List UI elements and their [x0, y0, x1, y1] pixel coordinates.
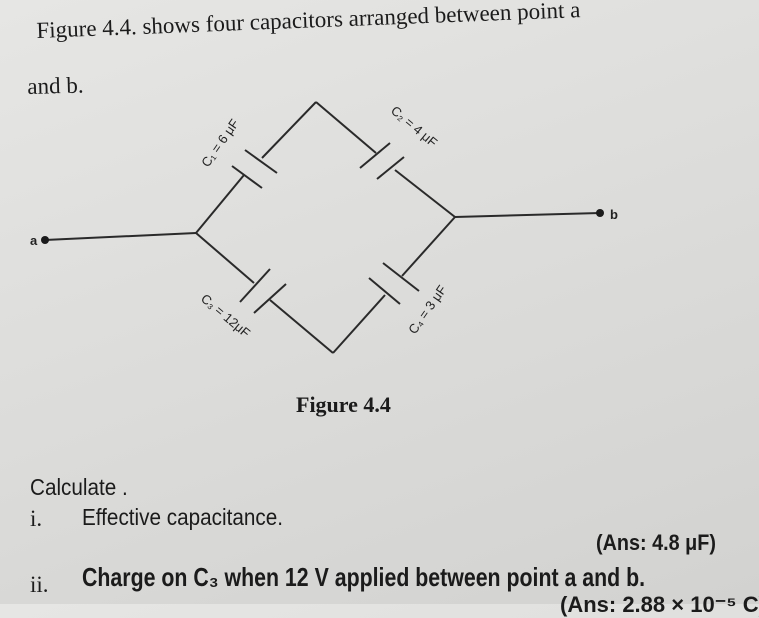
question-1-number: i.	[30, 506, 43, 531]
question-2-answer: (Ans: 2.88 × 10⁻⁵ C)	[560, 592, 759, 617]
point-a-label: a	[30, 233, 38, 248]
capacitor-circuit-diagram: a b C₁ = 6 μF C₂ = 4 μF C₃ = 12μF C₄ = 3…	[30, 101, 618, 354]
point-b-dot	[596, 209, 604, 217]
wire	[315, 101, 377, 154]
wire	[332, 294, 386, 354]
wire	[195, 232, 255, 284]
point-a-dot	[41, 236, 49, 244]
calculate-prompt: Calculate .	[30, 474, 128, 500]
capacitor-c4-plate	[368, 277, 401, 305]
capacitor-c3-label: C₃ = 12μF	[198, 291, 253, 341]
wire	[261, 101, 317, 159]
question-1-answer: (Ans: 4.8 μF)	[596, 530, 716, 555]
wire	[269, 299, 334, 354]
capacitor-c2-label: C₂ = 4 μF	[388, 103, 440, 150]
question-2-text: Charge on C₃ when 12 V applied between p…	[82, 562, 646, 592]
capacitor-c3-plate	[239, 268, 271, 303]
wire	[394, 169, 456, 218]
wire-a	[44, 232, 197, 241]
capacitor-c4-label: C₄ = 3 μF	[405, 282, 449, 336]
capacitor-c3-plate	[253, 283, 287, 314]
capacitor-c1-plate	[231, 165, 263, 189]
wire	[401, 216, 456, 277]
capacitor-c1-plate	[244, 149, 278, 174]
capacitor-c2-plate	[376, 156, 405, 180]
question-1-text: Effective capacitance.	[82, 504, 283, 530]
point-b-label: b	[610, 207, 618, 222]
capacitor-c2-plate	[359, 142, 391, 169]
wire-b	[454, 212, 601, 218]
capacitor-c1-label: C₁ = 6 μF	[198, 116, 242, 170]
capacitor-c4-plate	[382, 262, 420, 292]
wire	[195, 174, 245, 234]
figure-caption: Figure 4.4	[296, 392, 391, 417]
question-2-number: ii.	[30, 572, 49, 597]
